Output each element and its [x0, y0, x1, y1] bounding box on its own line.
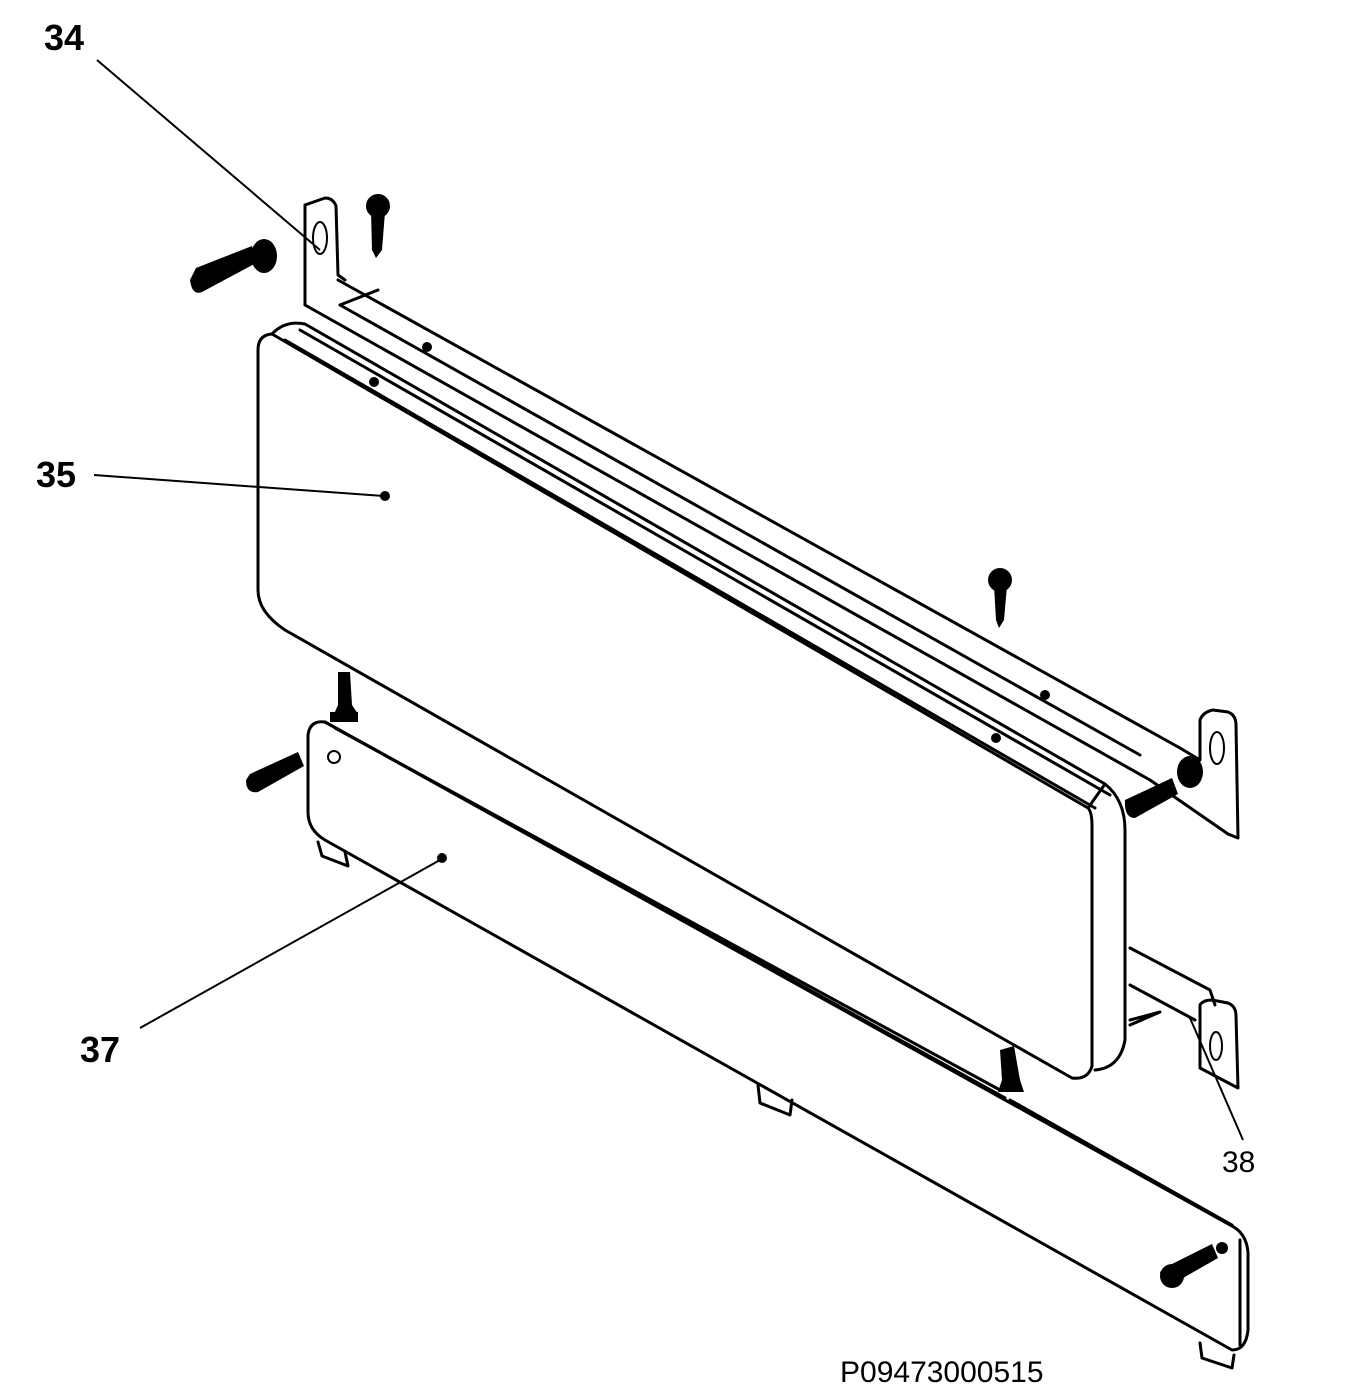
callout-34: 34 — [44, 17, 84, 58]
screw-bottom-vertical — [998, 1046, 1024, 1092]
drawing-code: P09473000515 — [840, 1356, 1044, 1389]
part-37-trim — [306, 720, 1250, 1370]
screw-trim-left — [246, 752, 304, 793]
screw-mid-right — [988, 568, 1012, 628]
screw-top-left — [190, 239, 277, 293]
screws — [190, 194, 1218, 1288]
leader-lines — [93, 59, 1244, 1141]
part-34-bracket — [303, 196, 1240, 1090]
leader-38 — [1189, 1017, 1244, 1141]
screw-trim-right — [1160, 1244, 1218, 1288]
leader-37 — [139, 859, 441, 1029]
screw-trim-left-vertical — [330, 672, 358, 722]
leader-35 — [93, 474, 384, 497]
callout-35: 35 — [36, 454, 76, 495]
leader-34 — [96, 59, 321, 251]
part-35-panel — [256, 321, 1127, 1080]
screw-top-vertical — [366, 194, 390, 258]
screw-right-bracket — [1124, 756, 1203, 818]
callout-37: 37 — [80, 1029, 120, 1070]
callout-38: 38 — [1222, 1146, 1255, 1179]
